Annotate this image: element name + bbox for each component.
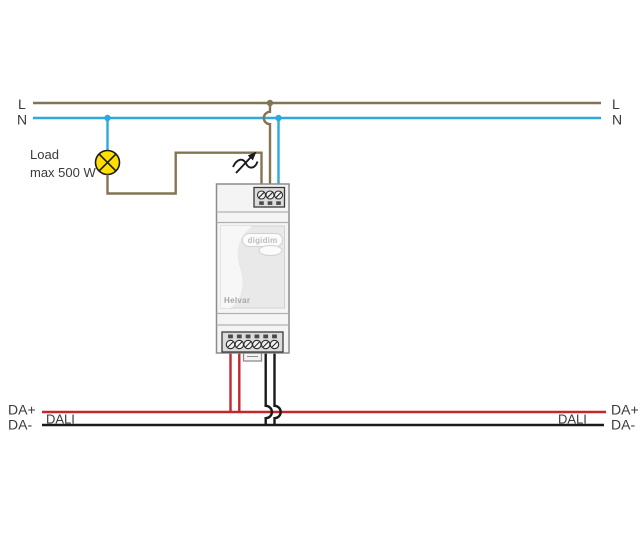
junction-dot-neutral-load — [104, 114, 111, 122]
lamp-crossed-circle-icon — [94, 149, 121, 176]
label-da-plus-right: DA+ — [611, 402, 639, 418]
label-live-right: L — [612, 96, 620, 112]
label-load-line1: Load — [30, 147, 59, 162]
brand-text: Helvar — [224, 296, 250, 305]
load-wire — [106, 151, 263, 195]
phase-dimmer-arrow-icon — [232, 151, 259, 174]
device-face-label: digidim Helvar — [220, 225, 285, 309]
model-badge — [258, 245, 283, 256]
label-neutral-right: N — [612, 112, 622, 128]
live-tap-wire — [262, 103, 272, 189]
label-dali-right: DALI — [558, 412, 587, 427]
label-da-minus-left: DA- — [8, 417, 32, 433]
label-da-minus-right: DA- — [611, 417, 635, 433]
label-da-plus-left: DA+ — [8, 402, 36, 418]
dali-minus-wire-2 — [273, 351, 282, 425]
dali-minus-wire-1 — [264, 351, 274, 425]
din-rail-dimmer-device: digidim Helvar — [215, 183, 290, 362]
label-swoosh — [220, 226, 252, 308]
top-terminal-block — [253, 186, 286, 208]
screw-terminal-icon — [256, 190, 284, 200]
label-live-left: L — [18, 96, 26, 112]
screw-terminal-icon — [225, 339, 280, 350]
label-dali-left: DALI — [46, 412, 75, 427]
label-load-line2: max 500 W — [30, 165, 96, 180]
digidim-logo-text: digidim — [248, 236, 278, 245]
bottom-terminal-block — [221, 331, 284, 353]
label-neutral-left: N — [17, 112, 27, 128]
